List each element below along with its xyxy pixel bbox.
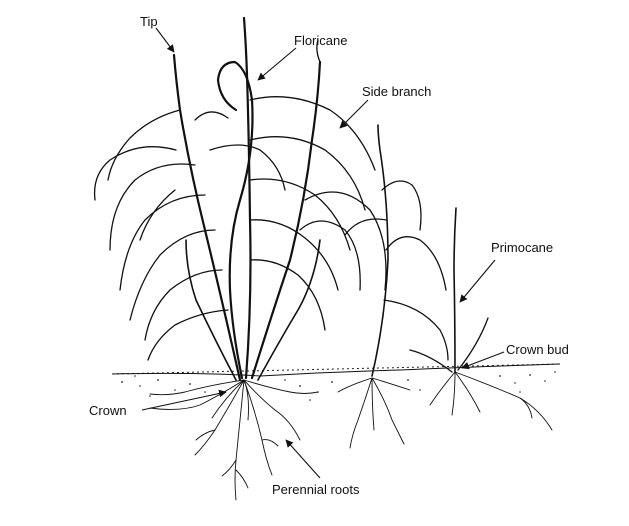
- label-crown: Crown: [89, 403, 127, 418]
- perennial-roots-leader: [286, 440, 320, 478]
- middle-cane: [345, 125, 448, 376]
- floricane-leader: [258, 48, 296, 80]
- floricane-stems: [174, 18, 320, 380]
- middle-roots: [338, 378, 410, 448]
- primocane-leader: [460, 260, 495, 302]
- label-side-branch: Side branch: [362, 84, 431, 99]
- root-systems: [150, 372, 552, 500]
- diagram-labels: Tip Floricane Side branch Primocane Crow…: [89, 14, 569, 497]
- label-floricane: Floricane: [294, 33, 347, 48]
- leader-arrows: [142, 28, 504, 478]
- label-crown-bud: Crown bud: [506, 342, 569, 357]
- right-roots: [430, 372, 552, 430]
- label-tip: Tip: [140, 14, 158, 29]
- primocane-stem: [410, 208, 488, 372]
- label-primocane: Primocane: [491, 240, 553, 255]
- soil-surface: [112, 364, 560, 401]
- label-perennial-roots: Perennial roots: [272, 482, 360, 497]
- tip-leader: [156, 28, 174, 52]
- side-branch-leader: [340, 100, 368, 128]
